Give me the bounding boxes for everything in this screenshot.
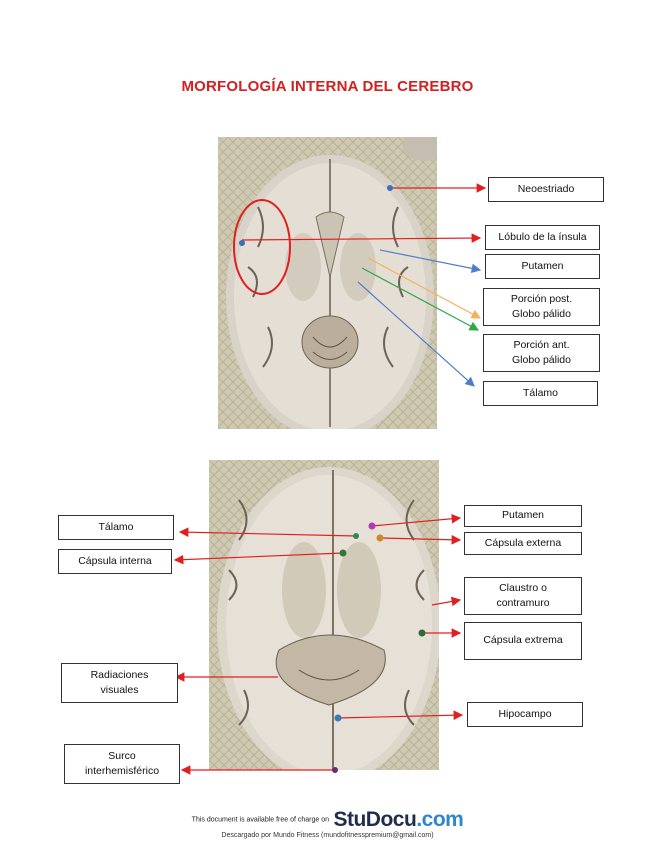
label-text: Porción ant. bbox=[513, 338, 570, 351]
label-text: interhemisférico bbox=[84, 765, 160, 777]
label-text: Cápsula interna bbox=[78, 554, 152, 567]
label-text: Tálamo bbox=[522, 386, 558, 399]
label-globo-palido-post: Porción post. Globo pálido bbox=[483, 288, 600, 326]
label-text: visuales bbox=[100, 684, 139, 696]
label-text: Radiaciones bbox=[90, 668, 149, 681]
label-claustro: Claustro o contramuro bbox=[464, 577, 582, 615]
label-surco-interhemisferico: Surco interhemisférico bbox=[64, 744, 180, 784]
label-text: contramuro bbox=[496, 597, 550, 609]
label-text: Tálamo bbox=[98, 520, 134, 533]
label-text: Globo pálido bbox=[512, 308, 571, 320]
label-putamen-1: Putamen bbox=[485, 254, 600, 279]
label-lobulo-insula: Lóbulo de la ínsula bbox=[485, 225, 600, 250]
label-talamo-1: Tálamo bbox=[483, 381, 598, 406]
footer-download-note: Descargado por Mundo Fitness (mundofitne… bbox=[221, 832, 434, 839]
label-text: Putamen bbox=[501, 509, 545, 522]
label-neoestriado: Neoestriado bbox=[488, 177, 604, 202]
footer-availability: This document is available free of charg… bbox=[0, 808, 655, 832]
label-putamen-2: Putamen bbox=[464, 505, 582, 527]
label-text: Cápsula extrema bbox=[483, 634, 563, 647]
label-radiaciones-visuales: Radiaciones visuales bbox=[61, 663, 178, 703]
brain-photo-axial-1 bbox=[218, 137, 437, 429]
label-text: Hipocampo bbox=[498, 707, 552, 720]
label-capsula-extrema: Cápsula extrema bbox=[464, 622, 582, 660]
brand-suffix: .com bbox=[416, 808, 464, 831]
label-text: Putamen bbox=[521, 259, 564, 272]
label-capsula-externa: Cápsula externa bbox=[464, 532, 582, 555]
label-text: Globo pálido bbox=[512, 354, 571, 366]
label-text: Claustro o bbox=[499, 581, 547, 594]
studocu-logo[interactable]: StuDocu.com bbox=[333, 808, 463, 831]
label-text: Cápsula externa bbox=[484, 536, 562, 549]
footer-available-text: This document is available free of charg… bbox=[191, 816, 330, 824]
label-text: Lóbulo de la ínsula bbox=[498, 230, 587, 243]
label-capsula-interna: Cápsula interna bbox=[58, 549, 172, 574]
brand-name: StuDocu bbox=[333, 808, 417, 831]
label-text: Neoestriado bbox=[517, 182, 575, 195]
label-text: Porción post. bbox=[510, 292, 573, 305]
label-globo-palido-ant: Porción ant. Globo pálido bbox=[483, 334, 600, 372]
brain-photo-axial-2 bbox=[209, 460, 439, 770]
label-text: Surco bbox=[108, 749, 136, 762]
page-title: MORFOLOGÍA INTERNA DEL CEREBRO bbox=[181, 78, 474, 95]
label-talamo-2: Tálamo bbox=[58, 515, 174, 540]
label-hipocampo: Hipocampo bbox=[467, 702, 583, 727]
